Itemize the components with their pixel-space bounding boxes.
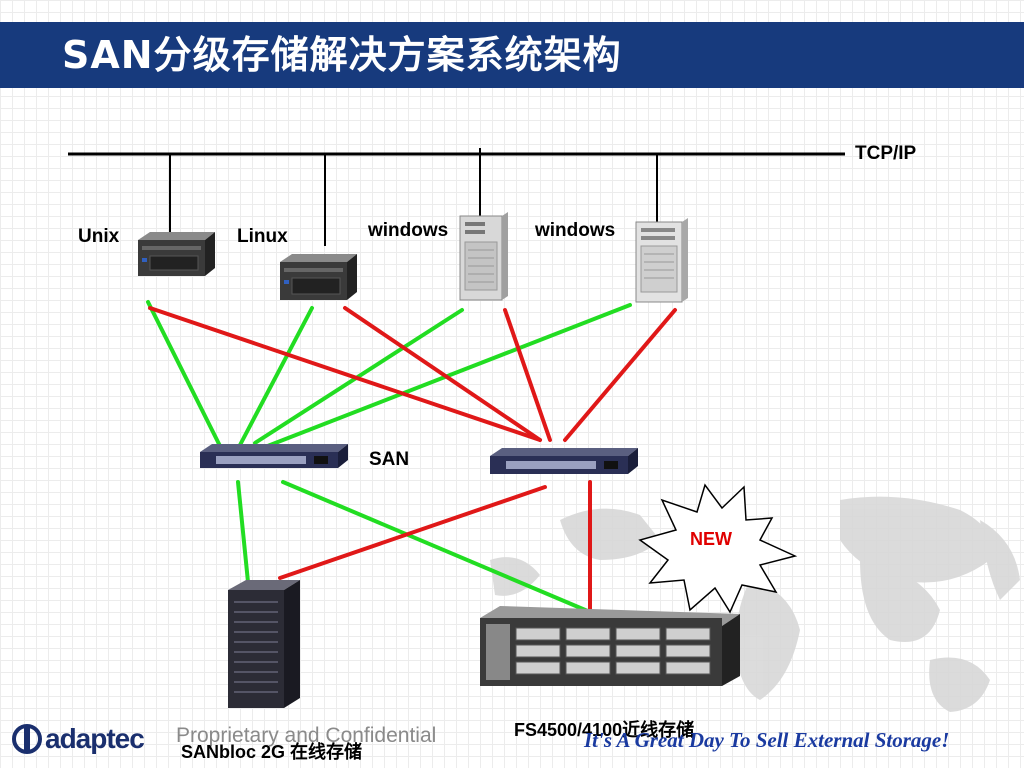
unix-label: Unix bbox=[78, 226, 120, 247]
sanbloc-rack-icon bbox=[228, 580, 300, 708]
new-starburst-icon bbox=[638, 483, 798, 614]
page-title: SAN分级存储解决方案系统架构 bbox=[62, 33, 622, 77]
adaptec-logo-icon bbox=[12, 724, 42, 754]
unix-server-icon bbox=[138, 232, 215, 276]
new-badge-text: NEW bbox=[690, 529, 732, 549]
title-bar: SAN分级存储解决方案系统架构 bbox=[0, 22, 1024, 88]
fs4500-array-icon bbox=[480, 606, 740, 686]
sanbloc-label: SANbloc 2G 在线存储 bbox=[181, 742, 363, 762]
confidential-notice: Proprietary and Confidential bbox=[176, 724, 437, 747]
red-fabric-links bbox=[148, 306, 677, 614]
linux-server-icon bbox=[280, 254, 357, 300]
san-label: SAN bbox=[369, 449, 410, 470]
windows-label-2: windows bbox=[535, 220, 616, 241]
san-switch-1-icon bbox=[200, 444, 348, 468]
windows-tower-2-icon bbox=[635, 218, 688, 303]
linux-label: Linux bbox=[237, 226, 288, 247]
fs4500-label: FS4500/4100近线存储 bbox=[514, 720, 695, 740]
adaptec-logo: adaptec bbox=[12, 722, 145, 756]
footer-slogan: It's A Great Day To Sell External Storag… bbox=[584, 728, 950, 752]
windows-tower-1-icon bbox=[459, 212, 508, 301]
world-map-background bbox=[490, 496, 1020, 712]
tcpip-label: TCP/IP bbox=[855, 143, 917, 164]
windows-label-1: windows bbox=[368, 220, 449, 241]
adaptec-logo-text: adaptec bbox=[45, 723, 145, 754]
san-switch-2-icon bbox=[490, 448, 638, 474]
